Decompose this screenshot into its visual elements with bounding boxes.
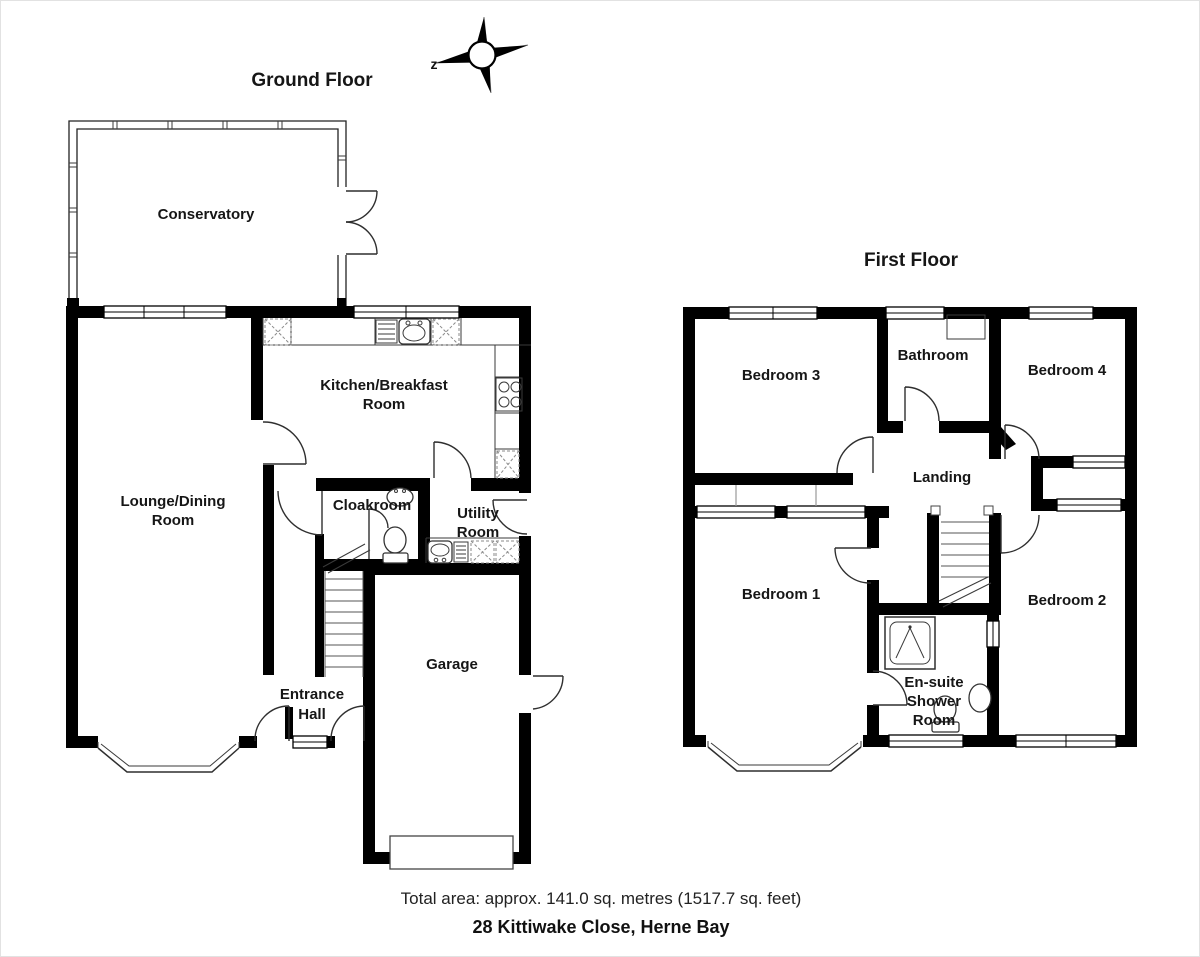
ensuite-label-line1: En-suite [904,674,963,691]
bay-window [97,742,240,773]
french-doors [345,190,378,255]
window [103,305,227,319]
draining-board [375,319,398,344]
window [888,734,964,748]
draining-board [453,541,469,563]
address-text: 28 Kittiwake Close, Herne Bay [472,917,729,937]
shower [884,616,936,670]
base-unit [496,450,520,479]
door-lounge-kitchen [262,421,307,465]
garage-label: Garage [426,656,478,673]
first-floor-plan [683,306,1137,772]
kitchen-label-line2: Room [363,396,406,413]
first-doors [834,386,1040,706]
bedroom-3-label: Bedroom 3 [742,367,820,384]
ensuite-fixtures [884,616,1000,733]
window [1072,455,1126,469]
airing-cupboard [986,620,1000,648]
utility-label-line1: Utility [457,505,499,522]
base-unit [470,540,495,564]
door-bedroom-3 [836,436,874,474]
base-unit [264,318,292,346]
front-door [254,705,290,742]
door-bathroom [904,386,940,422]
labels: Ground Floor First Floor Conservatory Ki… [121,70,1107,937]
cloakroom-label: Cloakroom [333,497,411,514]
window [885,306,945,320]
door-ensuite [872,670,908,706]
compass-rose-icon: z [431,16,529,94]
door-utility-external [492,499,528,535]
conservatory-label: Conservatory [158,206,255,223]
bathroom-label: Bathroom [898,347,969,364]
window [1028,306,1094,320]
door-bedroom-4 [1004,424,1040,460]
wash-basin [968,683,992,713]
base-unit [495,540,520,564]
window [292,735,328,749]
door-hall-side [330,705,365,742]
utility-label-line2: Room [457,524,500,541]
hob [495,377,523,412]
first-walls [683,307,1137,747]
kitchen-label-line1: Kitchen/Breakfast [320,377,448,394]
window [728,306,818,320]
door-cloakroom [277,490,323,536]
first-floor-title: First Floor [864,250,959,271]
garage-door [389,835,514,870]
built-in-wardrobe [696,505,776,519]
kitchen-sink [398,318,431,345]
bedroom-2-label: Bedroom 2 [1028,592,1106,609]
utility-fixtures [425,537,520,564]
door-bedroom-2 [1000,514,1040,554]
door-utility-kitchen [433,441,472,479]
toilet [382,526,409,564]
bay-window [707,741,862,772]
conservatory-structure [67,120,378,307]
ground-walls [66,306,531,864]
staircase [930,505,994,608]
cloakroom-fixtures [382,487,414,564]
ensuite-label-line3: Room [913,712,956,729]
base-unit [432,318,460,346]
bathroom-alcove [946,314,986,340]
lounge-label-line1: Lounge/Dining [121,493,226,510]
door-bedroom-1 [834,547,872,584]
wash-basin [386,487,414,507]
ensuite-label-line2: Shower [907,693,961,710]
total-area-text: Total area: approx. 141.0 sq. metres (15… [401,889,802,908]
bedroom-1-label: Bedroom 1 [742,586,820,603]
window [353,305,460,319]
entrance-hall-label-line2: Hall [298,706,326,723]
kitchen-fixtures [262,318,531,479]
north-label: z [431,56,438,72]
built-in-wardrobe [786,505,866,519]
landing-label: Landing [913,469,971,486]
entrance-hall-label-line1: Entrance [280,686,344,703]
window [1056,498,1122,512]
window [1015,734,1117,748]
ground-floor-plan [66,120,564,870]
toilet [931,695,960,733]
lounge-label-line2: Room [152,512,195,529]
ground-windows [97,305,460,773]
first-windows [696,306,1126,772]
ground-floor-title: Ground Floor [251,70,373,91]
bedroom-4-label: Bedroom 4 [1028,362,1107,379]
staircase [322,543,371,677]
utility-sink [427,540,453,564]
garage-side-door [532,675,564,710]
